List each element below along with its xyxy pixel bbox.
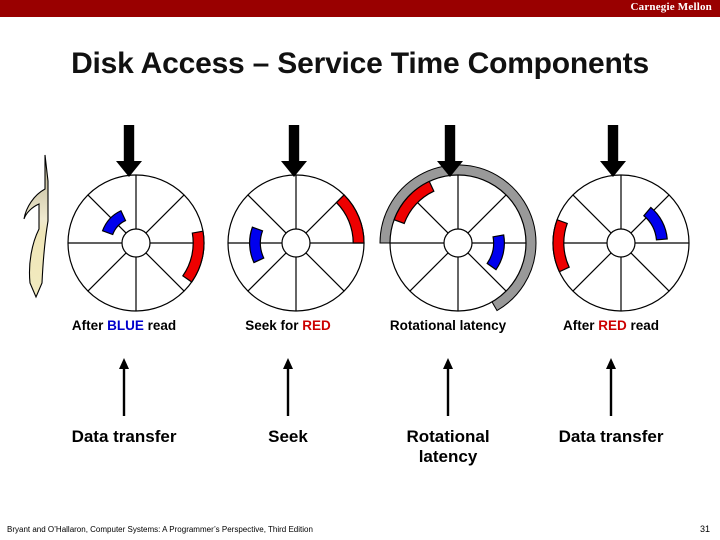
arrow-glyph — [600, 125, 626, 177]
disk-platter-after-red-read — [541, 163, 690, 312]
caption-text-prefix: Seek for — [245, 318, 303, 333]
page-title: Disk Access – Service Time Components — [71, 47, 649, 80]
caption-highlight: RED — [302, 318, 331, 333]
link-arrow-after-red-read — [605, 358, 617, 421]
caption-text-prefix: After — [71, 318, 108, 333]
caption-link-arrow — [119, 358, 129, 416]
actuator-arm-shape — [23, 154, 49, 299]
platter-spoke — [572, 252, 612, 292]
arrow-glyph — [116, 125, 142, 177]
platter-spoke — [87, 252, 127, 292]
caption-link-arrow — [283, 358, 293, 416]
red-sector-block — [335, 194, 365, 244]
head-position-arrow — [437, 125, 463, 177]
platter-spoke — [467, 252, 507, 292]
component-label-seek-for-red: Seek — [188, 427, 388, 447]
head-position-arrow — [116, 125, 142, 177]
component-label-line: Seek — [268, 427, 308, 446]
platter-spoke — [247, 194, 287, 234]
head-position-arrow — [281, 125, 307, 177]
arrow-glyph — [606, 358, 616, 416]
caption-text-prefix: Rotational latency — [389, 318, 507, 333]
arrow-glyph — [119, 358, 129, 416]
blue-sector-block — [101, 209, 127, 236]
arrow-glyph — [283, 358, 293, 416]
platter-spoke — [145, 194, 185, 234]
link-arrow-seek-for-red — [282, 358, 294, 421]
platter-spoke — [572, 194, 612, 234]
platter-hub — [121, 228, 151, 258]
platter-spoke — [247, 252, 287, 292]
platter-spoke — [145, 252, 185, 292]
caption-highlight: RED — [598, 318, 627, 333]
platter-spoke — [467, 194, 507, 234]
disk-platter-seek-for-red — [216, 163, 365, 312]
caption-link-arrow — [443, 358, 453, 416]
blue-sector-block — [249, 226, 265, 264]
arrow-glyph — [437, 125, 463, 177]
platter-spoke — [409, 252, 449, 292]
footer-page-number: 31 — [699, 524, 710, 534]
component-label-after-red-read: Data transfer — [511, 427, 711, 447]
component-label-line: Data transfer — [558, 427, 664, 446]
stage-caption-after-red-read: After RED read — [511, 318, 711, 333]
red-sector-block — [552, 218, 570, 273]
actuator-arm — [23, 154, 49, 299]
link-arrow-rotational-latency — [442, 358, 454, 421]
caption-text-prefix: After — [562, 318, 599, 333]
stage-caption-after-blue-read: After BLUE read — [24, 318, 224, 333]
disk-platter-after-blue-read — [23, 154, 205, 312]
footer-citation: Bryant and O’Hallaron, Computer Systems:… — [7, 525, 313, 534]
arrow-glyph — [281, 125, 307, 177]
blue-sector-block — [643, 206, 668, 241]
red-sector-block — [182, 230, 205, 283]
component-label-line: Rotational — [406, 427, 490, 446]
caption-link-arrow — [606, 358, 616, 416]
blue-sector-block — [486, 234, 505, 271]
platter-spoke — [630, 252, 670, 292]
red-sector-block — [393, 180, 435, 225]
caption-highlight: BLUE — [107, 318, 144, 333]
component-label-after-blue-read: Data transfer — [24, 427, 224, 447]
head-position-arrow — [600, 125, 626, 177]
arrow-glyph — [443, 358, 453, 416]
brand-label: Carnegie Mellon — [630, 1, 712, 13]
platter-spoke — [305, 252, 345, 292]
platter-hub — [443, 228, 473, 258]
header-band — [0, 0, 720, 17]
component-label-line: Data transfer — [71, 427, 177, 446]
platter-hub — [606, 228, 636, 258]
caption-text-suffix: read — [143, 318, 177, 333]
platter-hub — [281, 228, 311, 258]
link-arrow-after-blue-read — [118, 358, 130, 421]
component-label-line: latency — [418, 447, 478, 467]
caption-text-suffix: read — [626, 318, 660, 333]
platter-spoke — [87, 194, 127, 234]
disk-platter-rotational-latency — [378, 163, 537, 312]
stage-caption-seek-for-red: Seek for RED — [188, 318, 388, 333]
stage-caption-rotational-latency: Rotational latency — [348, 318, 548, 333]
